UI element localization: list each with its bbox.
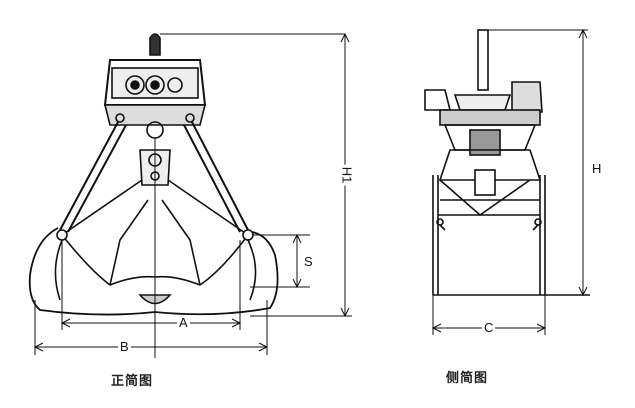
- dimension-c-label: C: [482, 320, 496, 335]
- front-view-caption: 正简图: [111, 374, 154, 389]
- front-view: [28, 32, 352, 358]
- side-view-caption: 侧简图: [446, 371, 489, 386]
- dimension-h1-label: H1: [339, 164, 355, 186]
- side-view: [424, 28, 590, 335]
- dimension-a-label: A: [177, 315, 190, 330]
- dimension-b-label: B: [118, 339, 131, 354]
- dimension-h-label: H: [590, 161, 604, 176]
- dimension-s-label: S: [302, 254, 315, 269]
